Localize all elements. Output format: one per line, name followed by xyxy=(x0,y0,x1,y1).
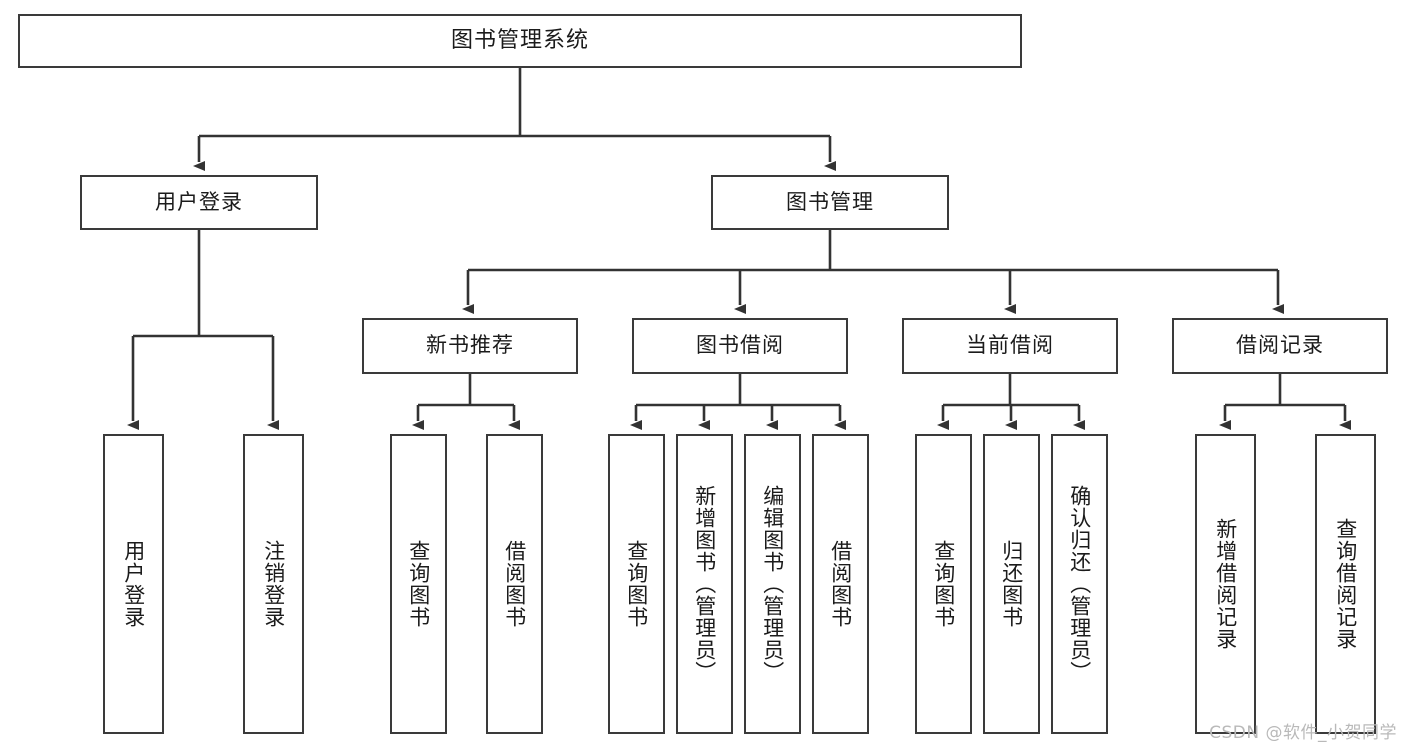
node-leaf-confirm-return[interactable]: 确认归还（管理员） xyxy=(1051,434,1108,734)
node-new-book-recommend[interactable]: 新书推荐 xyxy=(362,318,578,374)
node-leaf-query-book-borrow[interactable]: 查询图书 xyxy=(608,434,665,734)
node-leaf-query-book-current[interactable]: 查询图书 xyxy=(915,434,972,734)
node-book-borrow-label: 图书借阅 xyxy=(696,333,784,358)
node-leaf-return-book[interactable]: 归还图书 xyxy=(983,434,1040,734)
node-user-login-label: 用户登录 xyxy=(155,189,243,214)
node-root-label: 图书管理系统 xyxy=(450,27,589,53)
node-root[interactable]: 图书管理系统 xyxy=(18,14,1022,68)
node-leaf-query-borrow-record-label: 查询借阅记录 xyxy=(1333,518,1358,650)
node-leaf-edit-book-label: 编辑图书（管理员） xyxy=(760,485,785,683)
node-leaf-add-borrow-record-label: 新增借阅记录 xyxy=(1213,518,1238,650)
node-leaf-add-borrow-record[interactable]: 新增借阅记录 xyxy=(1195,434,1256,734)
node-leaf-return-book-label: 归还图书 xyxy=(999,540,1024,628)
node-leaf-borrow-book[interactable]: 借阅图书 xyxy=(812,434,869,734)
node-user-login[interactable]: 用户登录 xyxy=(80,175,318,230)
node-leaf-logout-label: 注销登录 xyxy=(261,540,286,628)
node-book-borrow[interactable]: 图书借阅 xyxy=(632,318,848,374)
node-leaf-query-book-recommend-label: 查询图书 xyxy=(406,540,431,628)
node-leaf-borrow-book-recommend-label: 借阅图书 xyxy=(502,540,527,628)
watermark: CSDN @软件_小贺同学 xyxy=(1209,723,1397,743)
node-current-borrow-label: 当前借阅 xyxy=(966,333,1054,358)
node-book-manage-label: 图书管理 xyxy=(786,189,874,214)
node-leaf-borrow-book-recommend[interactable]: 借阅图书 xyxy=(486,434,543,734)
node-borrow-record-label: 借阅记录 xyxy=(1236,333,1324,358)
node-leaf-query-book-borrow-label: 查询图书 xyxy=(624,540,649,628)
node-leaf-query-book-recommend[interactable]: 查询图书 xyxy=(390,434,447,734)
node-current-borrow[interactable]: 当前借阅 xyxy=(902,318,1118,374)
node-borrow-record[interactable]: 借阅记录 xyxy=(1172,318,1388,374)
node-leaf-query-borrow-record[interactable]: 查询借阅记录 xyxy=(1315,434,1376,734)
node-leaf-confirm-return-label: 确认归还（管理员） xyxy=(1067,485,1092,683)
node-leaf-edit-book[interactable]: 编辑图书（管理员） xyxy=(744,434,801,734)
node-leaf-user-login[interactable]: 用户登录 xyxy=(103,434,164,734)
node-leaf-logout[interactable]: 注销登录 xyxy=(243,434,304,734)
node-new-book-recommend-label: 新书推荐 xyxy=(426,333,514,358)
node-leaf-borrow-book-label: 借阅图书 xyxy=(828,540,853,628)
node-leaf-add-book-label: 新增图书（管理员） xyxy=(692,485,717,683)
node-leaf-user-login-label: 用户登录 xyxy=(121,540,146,628)
node-book-manage[interactable]: 图书管理 xyxy=(711,175,949,230)
node-leaf-query-book-current-label: 查询图书 xyxy=(931,540,956,628)
node-leaf-add-book[interactable]: 新增图书（管理员） xyxy=(676,434,733,734)
